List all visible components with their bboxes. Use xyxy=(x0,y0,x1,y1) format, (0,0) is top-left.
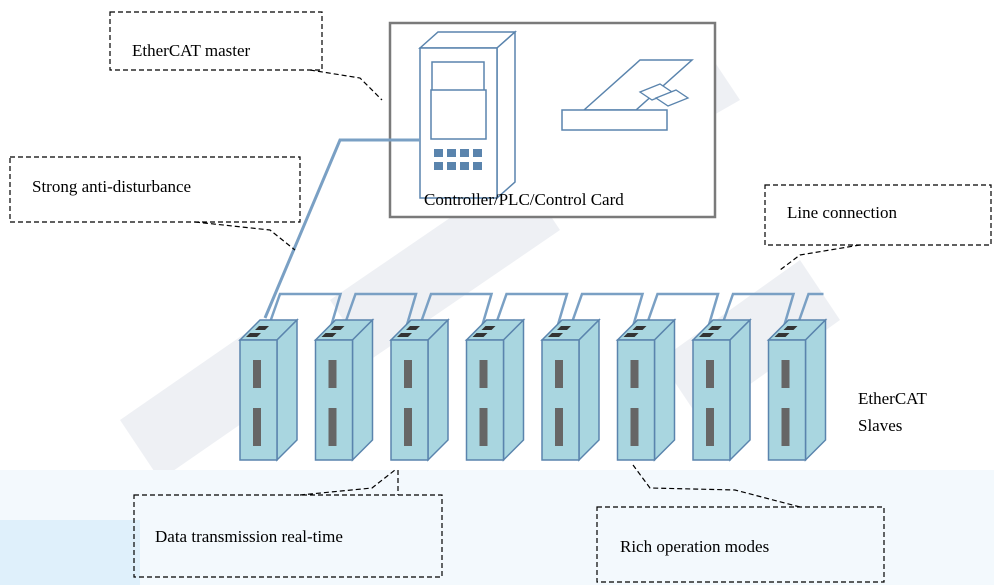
slave-device xyxy=(691,318,752,462)
slot-upper xyxy=(706,360,714,388)
controller-label: Controller/PLC/Control Card xyxy=(424,190,624,209)
slave-link-cable xyxy=(644,292,720,329)
master-cable xyxy=(263,138,420,319)
port-out xyxy=(548,333,563,337)
callout-data-transmission: Data transmission real-time xyxy=(133,469,443,578)
port-in xyxy=(406,326,420,330)
port-in xyxy=(330,326,345,330)
port-in xyxy=(481,326,496,330)
slave-link-cable xyxy=(493,292,569,329)
slot-lower xyxy=(706,408,714,446)
slot-lower xyxy=(404,408,412,446)
port-in xyxy=(708,326,722,330)
slot-upper xyxy=(781,360,790,388)
slave-device xyxy=(615,318,677,462)
slot-upper xyxy=(555,360,563,388)
slot-upper xyxy=(630,360,639,388)
slot-upper xyxy=(479,360,488,388)
callout-anti-disturbance: Strong anti-disturbance xyxy=(9,156,301,251)
port-in xyxy=(255,326,269,330)
slot-upper xyxy=(328,360,337,388)
slave-devices xyxy=(238,318,828,462)
port-out xyxy=(774,333,790,337)
slave-device xyxy=(238,318,299,462)
port-out xyxy=(246,333,261,337)
slot-lower xyxy=(479,408,488,446)
slave-device xyxy=(464,318,526,462)
port-out xyxy=(397,333,412,337)
port-in xyxy=(632,326,647,330)
slave-link-cable xyxy=(719,292,796,329)
slot-upper xyxy=(253,360,261,388)
slave-link-cable xyxy=(417,292,494,329)
plc-device-icon xyxy=(418,30,517,200)
slot-upper xyxy=(404,360,412,388)
callout-line-connection-text: Line connection xyxy=(787,203,897,222)
port-out xyxy=(472,333,488,337)
slot-lower xyxy=(555,408,563,446)
accent-bar-left xyxy=(0,520,140,585)
slave-device xyxy=(766,318,828,462)
slot-lower xyxy=(253,408,261,446)
callout-master: EtherCAT master xyxy=(109,11,383,101)
port-in xyxy=(783,326,798,330)
slot-lower xyxy=(630,408,639,446)
port-in xyxy=(557,326,571,330)
callout-master-text: EtherCAT master xyxy=(132,41,251,60)
slave-link-cable xyxy=(342,292,418,329)
callout-line-connection: Line connection xyxy=(764,184,992,271)
callout-rich-modes: Rich operation modes xyxy=(596,464,885,583)
slot-lower xyxy=(781,408,790,446)
port-out xyxy=(321,333,337,337)
slave-device xyxy=(313,318,375,462)
slaves-label-line1: EtherCAT xyxy=(858,389,928,408)
slave-link-cable xyxy=(266,292,343,329)
slaves-label-line2: Slaves xyxy=(858,416,902,435)
callout-anti-disturbance-text: Strong anti-disturbance xyxy=(32,177,191,196)
accent-bar xyxy=(0,470,994,585)
slave-tail-cable xyxy=(795,292,824,329)
slave-device xyxy=(540,318,601,462)
callout-data-transmission-text: Data transmission real-time xyxy=(155,527,343,546)
slot-lower xyxy=(328,408,337,446)
slave-device xyxy=(389,318,450,462)
port-out xyxy=(623,333,639,337)
callout-rich-modes-text: Rich operation modes xyxy=(620,537,769,556)
controller-group: Controller/PLC/Control Card xyxy=(388,21,717,219)
control-card-icon xyxy=(561,59,694,131)
port-out xyxy=(699,333,714,337)
slave-link-cable xyxy=(568,292,645,329)
slave-chain-cables xyxy=(266,292,824,329)
